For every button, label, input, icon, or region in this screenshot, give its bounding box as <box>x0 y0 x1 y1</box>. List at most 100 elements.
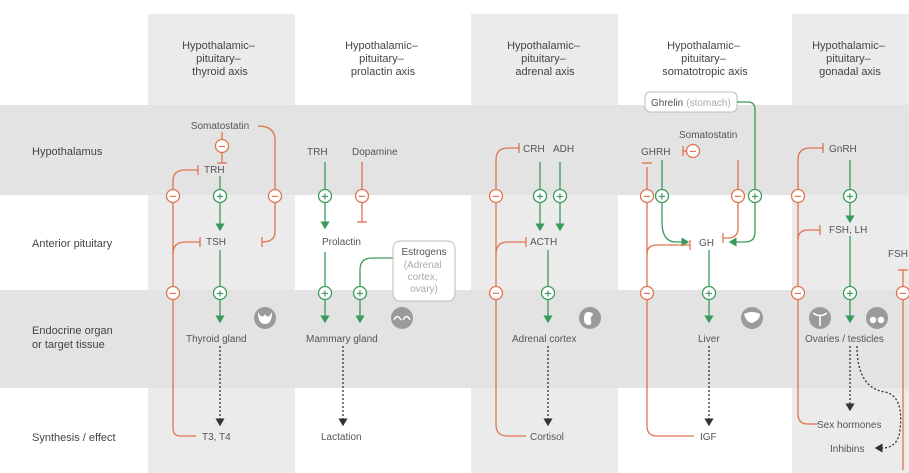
somatotropic-feedback-gh-branch <box>646 244 690 255</box>
thyroid-plus-sign-tsh: + <box>212 285 228 301</box>
thyroid-feedback-tsh-branch <box>172 241 200 255</box>
thyroid-minus-sign-somatostatin: − <box>214 138 230 154</box>
gonadal-sexhormones-label: Sex hormones <box>817 420 881 431</box>
prolactin-prolactin-label: Prolactin <box>322 237 361 248</box>
somatotropic-minus-sign-somatostatin: − <box>685 143 701 159</box>
svg-text:−: − <box>643 192 651 203</box>
svg-text:−: − <box>169 289 177 300</box>
adrenal-feedback-acth-branch <box>495 241 526 255</box>
svg-text:+: + <box>356 289 364 300</box>
column-title-somatotropic: Hypothalamic– pituitary– somatotropic ax… <box>662 40 748 78</box>
somatotropic-minus-sign-feedback-lower: − <box>639 285 655 301</box>
svg-text:−: − <box>358 192 366 203</box>
adrenal-plus-sign-adh: + <box>552 188 568 204</box>
prolactin-lactation-label: Lactation <box>321 432 362 443</box>
svg-text:+: + <box>544 289 552 300</box>
thyroid-gland-label: Thyroid gland <box>186 334 247 345</box>
prolactin-signs: + − + + <box>317 188 370 301</box>
svg-text:+: + <box>658 192 666 203</box>
adrenal-signs: + + + − − <box>488 188 568 301</box>
mammary-gland-icon <box>391 307 413 329</box>
row-label-endocrine: Endocrine organ or target tissue <box>32 325 116 351</box>
background-bands <box>0 14 909 473</box>
gonadal-minus-sign-feedback-upper: − <box>790 188 806 204</box>
thyroid-tsh-label: TSH <box>206 237 226 248</box>
gonadal-signs: + + − − − <box>790 188 909 301</box>
svg-text:−: − <box>643 289 651 300</box>
somatotropic-minus-sign-somatostatin-gh: − <box>730 188 746 204</box>
somatotropic-igf-label: IGF <box>700 432 717 443</box>
somatotropic-plus-sign-gh: + <box>701 285 717 301</box>
row-band-hypothalamus <box>0 105 909 195</box>
prolactin-plus-sign-prolactin: + <box>317 285 333 301</box>
thyroid-minus-sign-feedback-upper: − <box>165 188 181 204</box>
adrenal-minus-sign-feedback-upper: − <box>488 188 504 204</box>
gonadal-organ-label: Ovaries / testicles <box>805 334 884 345</box>
svg-text:+: + <box>556 192 564 203</box>
somatotropic-labels: Ghrelin(stomach) GHRH Somatostatin GH Li… <box>641 98 737 443</box>
prolactin-labels: TRH Dopamine Prolactin Estrogens (Adrena… <box>306 147 456 443</box>
gonadal-axis <box>797 143 908 470</box>
somatotropic-ghrelin-arrow <box>728 101 756 247</box>
somatotropic-ghrelin-label: Ghrelin(stomach) <box>651 98 731 109</box>
somatotropic-feedback-loop <box>646 167 694 437</box>
gonadal-fsh-cut-label: FSH <box>888 249 908 260</box>
svg-text:+: + <box>321 192 329 203</box>
adrenal-adh-label: ADH <box>553 144 574 155</box>
svg-text:−: − <box>271 192 279 203</box>
svg-text:+: + <box>536 192 544 203</box>
ovaries-icon <box>809 307 831 329</box>
thyroid-plus-sign-trh: + <box>212 188 228 204</box>
somatotropic-minus-sign-feedback-upper: − <box>639 188 655 204</box>
adrenal-plus-sign-crh: + <box>532 188 548 204</box>
adrenal-labels: CRH ADH ACTH Adrenal cortex Cortisol <box>512 144 576 443</box>
somatotropic-somatostatin-label: Somatostatin <box>679 130 737 141</box>
svg-text:−: − <box>169 192 177 203</box>
column-title-prolactin: Hypothalamic– pituitary– prolactin axis <box>345 40 421 78</box>
svg-text:+: + <box>216 289 224 300</box>
svg-text:−: − <box>492 192 500 203</box>
prolactin-dopamine-label: Dopamine <box>352 147 398 158</box>
column-title-adrenal: Hypothalamic– pituitary– adrenal axis <box>507 40 583 78</box>
column-title-gonadal: Hypothalamic– pituitary– gonadal axis <box>812 40 888 78</box>
row-band-endocrine <box>0 290 909 388</box>
somatotropic-plus-sign-ghrh: + <box>654 188 670 204</box>
svg-text:+: + <box>751 192 759 203</box>
gonadal-minus-sign-feedback-lower: − <box>790 285 806 301</box>
gonadal-plus-sign-gnrh: + <box>842 188 858 204</box>
prolactin-estrogens-label: Estrogens <box>401 247 446 258</box>
svg-text:−: − <box>218 142 226 153</box>
row-label-anterior-pituitary: Anterior pituitary <box>32 238 113 250</box>
svg-text:−: − <box>689 147 697 158</box>
thyroid-icon <box>254 307 276 329</box>
svg-text:−: − <box>492 289 500 300</box>
row-labels: Hypothalamus Anterior pituitary Endocrin… <box>32 146 116 444</box>
somatotropic-somatostatin-to-gh <box>723 160 739 239</box>
gonadal-minus-sign-inhibins: − <box>895 285 909 301</box>
kidney-adrenal-icon <box>579 307 601 329</box>
svg-text:+: + <box>846 289 854 300</box>
somatotropic-ghrh-to-gh-arrow <box>661 160 690 247</box>
prolactin-plus-sign-trh: + <box>317 188 333 204</box>
column-title-thyroid: Hypothalamic– pituitary– thyroid axis <box>182 40 258 78</box>
adrenal-cortisol-label: Cortisol <box>530 432 564 443</box>
svg-text:+: + <box>216 192 224 203</box>
adrenal-plus-sign-acth: + <box>540 285 556 301</box>
thyroid-feedback-loop <box>172 169 198 437</box>
gonadal-feedback-fshlh-branch <box>797 229 820 241</box>
gonadal-organ-to-inhibins-arrow <box>856 345 902 453</box>
thyroid-trh-label: TRH <box>204 165 225 176</box>
svg-text:−: − <box>794 289 802 300</box>
somatotropic-ghrh-label: GHRH <box>641 147 670 158</box>
prolactin-trh-label: TRH <box>307 147 328 158</box>
thyroid-signs: − + + − − − <box>165 138 283 301</box>
gonadal-gnrh-label: GnRH <box>829 144 857 155</box>
prolactin-mammary-label: Mammary gland <box>306 334 378 345</box>
prolactin-plus-sign-estrogens: + <box>352 285 368 301</box>
gonadal-fshlh-label: FSH, LH <box>829 225 867 236</box>
prolactin-minus-sign-dopamine: − <box>354 188 370 204</box>
thyroid-minus-sign-somatostatin-tsh: − <box>267 188 283 204</box>
thyroid-t3t4-label: T3, T4 <box>202 432 231 443</box>
svg-text:+: + <box>705 289 713 300</box>
